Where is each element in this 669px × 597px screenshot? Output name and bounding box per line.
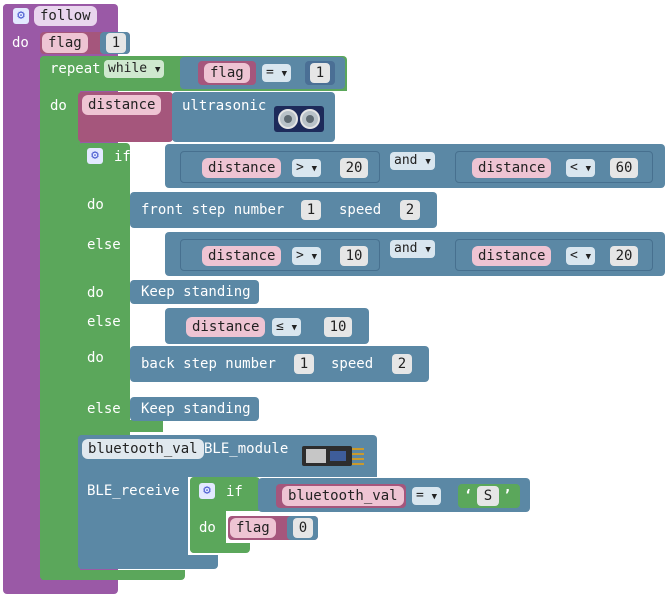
do-label: do [87,285,104,301]
repeat-mode-dropdown[interactable]: while ▼ [104,60,165,78]
ble-receive-label: BLE_receive [87,483,180,499]
operator-value: > [296,160,304,175]
flag-init-value[interactable]: 1 [106,33,126,53]
dropdown-arrow-icon: ▼ [154,65,161,75]
text-value-field[interactable]: S [477,486,499,506]
and-value: and [394,241,418,256]
distance-variable[interactable]: distance [202,158,282,178]
close-quote: ’ [503,488,512,504]
bluetooth-val-variable[interactable]: bluetooth_val [82,439,204,459]
operator-dropdown[interactable]: < ▼ [566,159,596,177]
operator-value: = [416,488,424,503]
open-quote: ‘ [464,488,473,504]
else-label: else [87,401,121,417]
distance-variable[interactable]: distance [186,317,266,337]
ble-do-label: do [199,520,216,536]
else-if-label: else if [87,314,147,330]
step-number-field[interactable]: 1 [294,354,314,374]
front-step-block[interactable] [130,192,437,228]
gear-icon[interactable]: ⚙ [199,483,215,499]
step-number-field[interactable]: 1 [301,200,321,220]
step-number-text: step number [183,356,276,372]
do-label: do [87,197,104,213]
dropdown-arrow-icon: ▼ [431,492,438,502]
repeat-mode-value: while [108,61,148,76]
dropdown-arrow-icon: ▼ [311,164,318,174]
speed-field[interactable]: 2 [400,200,420,220]
distance-variable[interactable]: distance [82,95,162,115]
and-dropdown[interactable]: and ▼ [390,240,435,258]
operator-value: < [570,160,578,175]
flag-variable[interactable]: flag [230,518,276,538]
flag-variable[interactable]: flag [42,33,88,53]
ultrasonic-sensor-graphic [278,109,320,129]
repeat-do-label: do [50,98,67,114]
dropdown-arrow-icon: ▼ [425,157,431,167]
repeat-label: repeat [50,61,101,77]
number-field[interactable]: 60 [610,158,638,178]
procedure-name-field[interactable]: follow [34,6,97,26]
step-number-text: step number [191,202,285,218]
distance-variable[interactable]: distance [472,246,552,266]
dropdown-arrow-icon: ▼ [585,164,592,174]
if-block-end [78,420,163,432]
gear-icon[interactable]: ⚙ [87,148,103,164]
ble-module-label: BLE_module [204,441,289,457]
repeat-while-block[interactable] [40,56,80,580]
speed-label: speed [331,356,374,372]
and-value: and [394,153,418,168]
ble-if-foot [190,543,250,553]
number-field[interactable]: 20 [610,246,638,266]
keep-standing-label: Keep standing [141,401,251,417]
ultrasonic-label: ultrasonic [182,98,267,114]
and-dropdown[interactable]: and ▼ [390,152,435,170]
number-field[interactable]: 10 [324,317,352,337]
ultrasonic-sensor-icon [274,106,324,132]
operator-dropdown[interactable]: ≤ ▼ [272,318,302,336]
operator-dropdown[interactable]: > ▼ [292,247,322,265]
operator-dropdown[interactable]: < ▼ [566,247,596,265]
number-field[interactable]: 10 [340,246,368,266]
ble-module-foot [78,555,218,569]
ble-module-icon [300,443,366,469]
front-text: front [141,202,184,218]
back-text: back [141,356,175,372]
while-flag-variable[interactable]: flag [204,63,250,83]
ble-operator-dropdown[interactable]: = ▼ [412,487,442,505]
flag-value-field[interactable]: 0 [293,518,313,538]
dropdown-arrow-icon: ▼ [291,323,298,333]
ble-if-label: if [226,484,243,500]
front-label: front step number [141,201,284,219]
if-label: if [114,149,131,165]
operator-dropdown[interactable]: > ▼ [292,159,322,177]
procedure-do-label: do [12,35,29,51]
repeat-footer [40,570,185,580]
do-label: do [87,350,104,366]
while-operator-dropdown[interactable]: = ▼ [262,64,292,82]
speed-field[interactable]: 2 [392,354,412,374]
distance-variable[interactable]: distance [472,158,552,178]
dropdown-arrow-icon: ▼ [281,69,288,79]
dropdown-arrow-icon: ▼ [585,252,592,262]
number-field[interactable]: 20 [340,158,368,178]
while-operator-value: = [266,65,274,80]
bluetooth-val-variable[interactable]: bluetooth_val [282,486,404,506]
operator-value: ≤ [276,319,284,334]
back-label: back step number [141,355,276,373]
dropdown-arrow-icon: ▼ [311,252,318,262]
operator-value: > [296,248,304,263]
else-if-label: else if [87,237,147,253]
speed-label: speed [339,202,382,218]
keep-standing-label: Keep standing [141,284,251,300]
back-step-block[interactable] [130,346,429,382]
ble-module-graphic [302,446,364,466]
while-value[interactable]: 1 [310,63,330,83]
gear-icon[interactable]: ⚙ [13,8,29,24]
distance-variable[interactable]: distance [202,246,282,266]
keep-standing-block[interactable] [130,397,259,421]
keep-standing-block[interactable] [130,280,259,304]
dropdown-arrow-icon: ▼ [425,245,431,255]
operator-value: < [570,248,578,263]
